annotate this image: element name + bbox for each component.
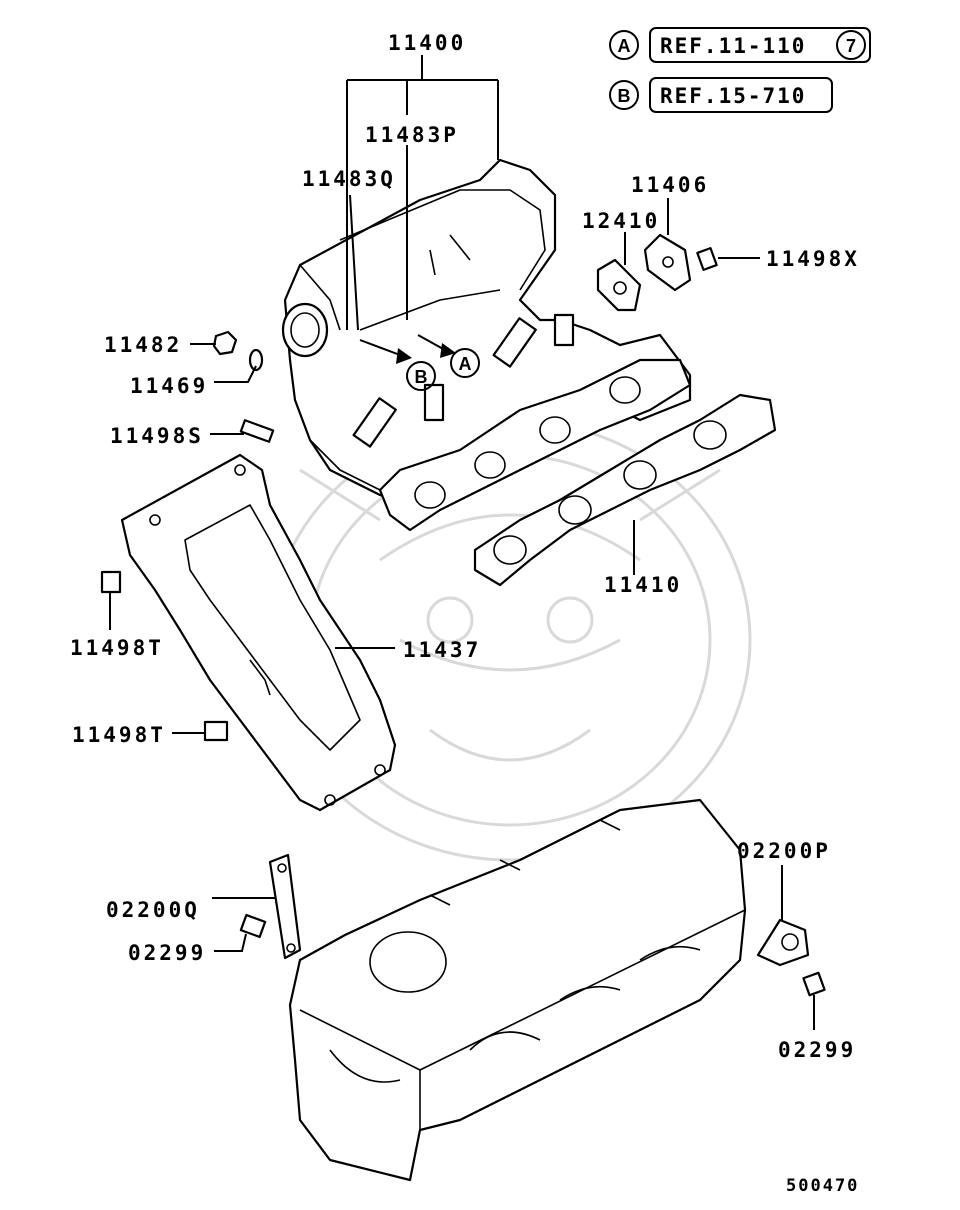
label-11498s: 11498S [110,424,204,448]
washer-11469 [248,348,264,372]
diagram-id: 500470 [786,1176,859,1196]
cylinder-head [288,798,747,1182]
ref-box-a: A REF.11-110 7 [609,27,871,63]
egr-cover-plate [643,233,692,292]
ref-a-circle [609,30,639,60]
nut-11482 [212,330,238,356]
engine-hanger-02200p [756,918,810,967]
bolt-11498t-bottom [203,720,229,742]
label-11498t-bottom: 11498T [72,723,166,747]
label-11498t-top: 11498T [70,636,164,660]
ref-a-letter: A [618,36,631,56]
ref-a-suffix-circle [836,30,866,60]
label-11483p: 11483P [365,123,459,147]
ref-box-b: B REF.15-710 [609,77,833,113]
callout-a: A [450,348,480,378]
egr-gasket [596,258,642,312]
ref-b-circle [609,80,639,110]
callout-b: B [406,361,436,391]
bolt-02299-right [802,971,826,997]
bolt-11498s [239,419,275,443]
label-11469: 11469 [130,374,208,398]
label-11482: 11482 [104,333,182,357]
label-11406: 11406 [631,173,709,197]
bolt-02299-left [239,913,267,939]
label-11498x: 11498X [766,247,860,271]
exhaust-gasket [473,393,777,587]
callout-a-letter: A [459,354,472,374]
bolt-11498t-top [100,570,122,594]
callout-b-letter: B [415,367,428,387]
label-12410: 12410 [582,209,660,233]
ref-b-text: REF.15-710 [660,84,806,108]
ref-b-letter: B [618,86,631,106]
engine-hanger-02200q [268,853,302,960]
bolt-11498x [696,247,718,271]
ref-a-suffix: 7 [846,36,856,56]
label-02200p: 02200P [737,839,831,863]
label-11400: 11400 [388,31,466,55]
ref-a-text: REF.11-110 [660,34,806,58]
label-11410: 11410 [604,573,682,597]
exhaust-manifold [281,158,692,532]
label-11483q: 11483Q [302,167,396,191]
label-02200q: 02200Q [106,898,200,922]
label-02299-right: 02299 [778,1038,856,1062]
label-02299-left: 02299 [128,941,206,965]
leader-lines [109,55,815,1030]
label-11437: 11437 [403,638,481,662]
manifold-bracket [120,453,397,812]
